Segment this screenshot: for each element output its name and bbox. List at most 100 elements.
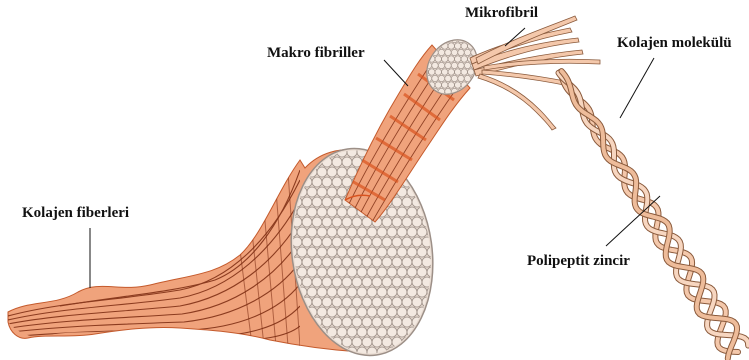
fibril-cell [461, 43, 467, 49]
fibril-cell [347, 327, 357, 337]
fibril-cell [292, 137, 302, 147]
fibril-cell [437, 327, 447, 337]
fibril-cell [337, 327, 347, 337]
fibril-cell [422, 197, 432, 207]
fibril-cell [442, 197, 452, 207]
fibril-cell [438, 49, 444, 55]
fibril-cell [407, 287, 417, 297]
fibril-cell [445, 75, 451, 81]
fibril-cell [419, 36, 425, 42]
fibril-cell [297, 147, 307, 157]
fibril-cell [362, 237, 372, 247]
fibril-cell [337, 167, 347, 177]
fibril-cell [332, 137, 342, 147]
fibril-cell [327, 187, 337, 197]
fibril-cell [382, 337, 392, 347]
fibril-cell [307, 187, 317, 197]
fibril-cell [442, 69, 448, 75]
fibril-cell [432, 237, 442, 247]
fibril-cell [362, 277, 372, 287]
fibril-cell [432, 75, 438, 81]
fibril-cell [412, 257, 422, 267]
fibril-cell [397, 327, 407, 337]
fibril-cell [342, 177, 352, 187]
fibril-cell [302, 237, 312, 247]
fibril-cell [458, 49, 464, 55]
fibril-cell [442, 177, 452, 187]
fibril-cell [445, 62, 451, 68]
fibril-cell [347, 307, 357, 317]
fibril-cell [357, 247, 367, 257]
fibril-cell [367, 287, 377, 297]
fibril-cell [337, 307, 347, 317]
fibril-cell [435, 56, 441, 62]
fibril-cell [357, 267, 367, 277]
fibril-cell [432, 62, 438, 68]
fibril-cell [474, 30, 480, 36]
fibril-cell [429, 30, 435, 36]
fibril-cell [461, 69, 467, 75]
fibril-cell [477, 88, 483, 94]
fibril-cell [322, 317, 332, 327]
fibril-cell [387, 207, 397, 217]
fibril-cell [322, 297, 332, 307]
fibril-cell [417, 247, 427, 257]
fibril-cell [317, 187, 327, 197]
fibril-cell [377, 227, 387, 237]
fibril-cell [322, 277, 332, 287]
fibril-cell [372, 237, 382, 247]
fibril-cell [362, 257, 372, 267]
fibril-cell [451, 75, 457, 81]
fibril-cell [427, 307, 437, 317]
fibril-cell [458, 62, 464, 68]
fibril-cell [412, 277, 422, 287]
fibril-cell [407, 207, 417, 217]
fibril-cell [445, 49, 451, 55]
fibril-cell [474, 95, 480, 101]
fibril-cell [437, 247, 447, 257]
fibril-cell [342, 217, 352, 227]
fibril-cell [481, 95, 487, 101]
fibril-cell [377, 327, 387, 337]
fibril-cell [442, 137, 452, 147]
fibril-cell [471, 88, 477, 94]
fibril-cell [402, 317, 412, 327]
fibril-cell [417, 267, 427, 277]
fibril-cell [382, 297, 392, 307]
fibril-cell [337, 247, 347, 257]
fibril-cell [427, 147, 437, 157]
fibril-cell [397, 347, 407, 357]
fibril-cell [327, 207, 337, 217]
fibril-cell [397, 287, 407, 297]
fibril-cell [332, 257, 342, 267]
fibril-cell [347, 287, 357, 297]
fibril-cell [412, 297, 422, 307]
fibril-cell [412, 217, 422, 227]
fibril-cell [282, 137, 292, 147]
fibril-cell [397, 227, 407, 237]
fibril-cell [407, 267, 417, 277]
fibril-cell [372, 337, 382, 347]
fibril-cell [327, 227, 337, 237]
fibril-cell [448, 56, 454, 62]
collagen-molecule-helix [559, 71, 749, 358]
fibril-cell [352, 297, 362, 307]
fibril-cell [367, 327, 377, 337]
fibril-cell [402, 277, 412, 287]
fibril-cell [437, 167, 447, 177]
fibril-cell [442, 82, 448, 88]
fibril-cell [422, 337, 432, 347]
fibril-cell [432, 36, 438, 42]
fibril-cell [377, 307, 387, 317]
fibril-cell [468, 95, 474, 101]
fibril-cell [282, 157, 292, 167]
fibril-cell [357, 307, 367, 317]
fibril-cell [437, 267, 447, 277]
fibril-cell [322, 197, 332, 207]
fibril-cell [362, 337, 372, 347]
fibril-cell [448, 43, 454, 49]
fibril-cell [332, 317, 342, 327]
fibril-cell [382, 217, 392, 227]
label-mikrofibril: Mikrofibril [465, 5, 538, 22]
fibril-cell [442, 297, 452, 307]
